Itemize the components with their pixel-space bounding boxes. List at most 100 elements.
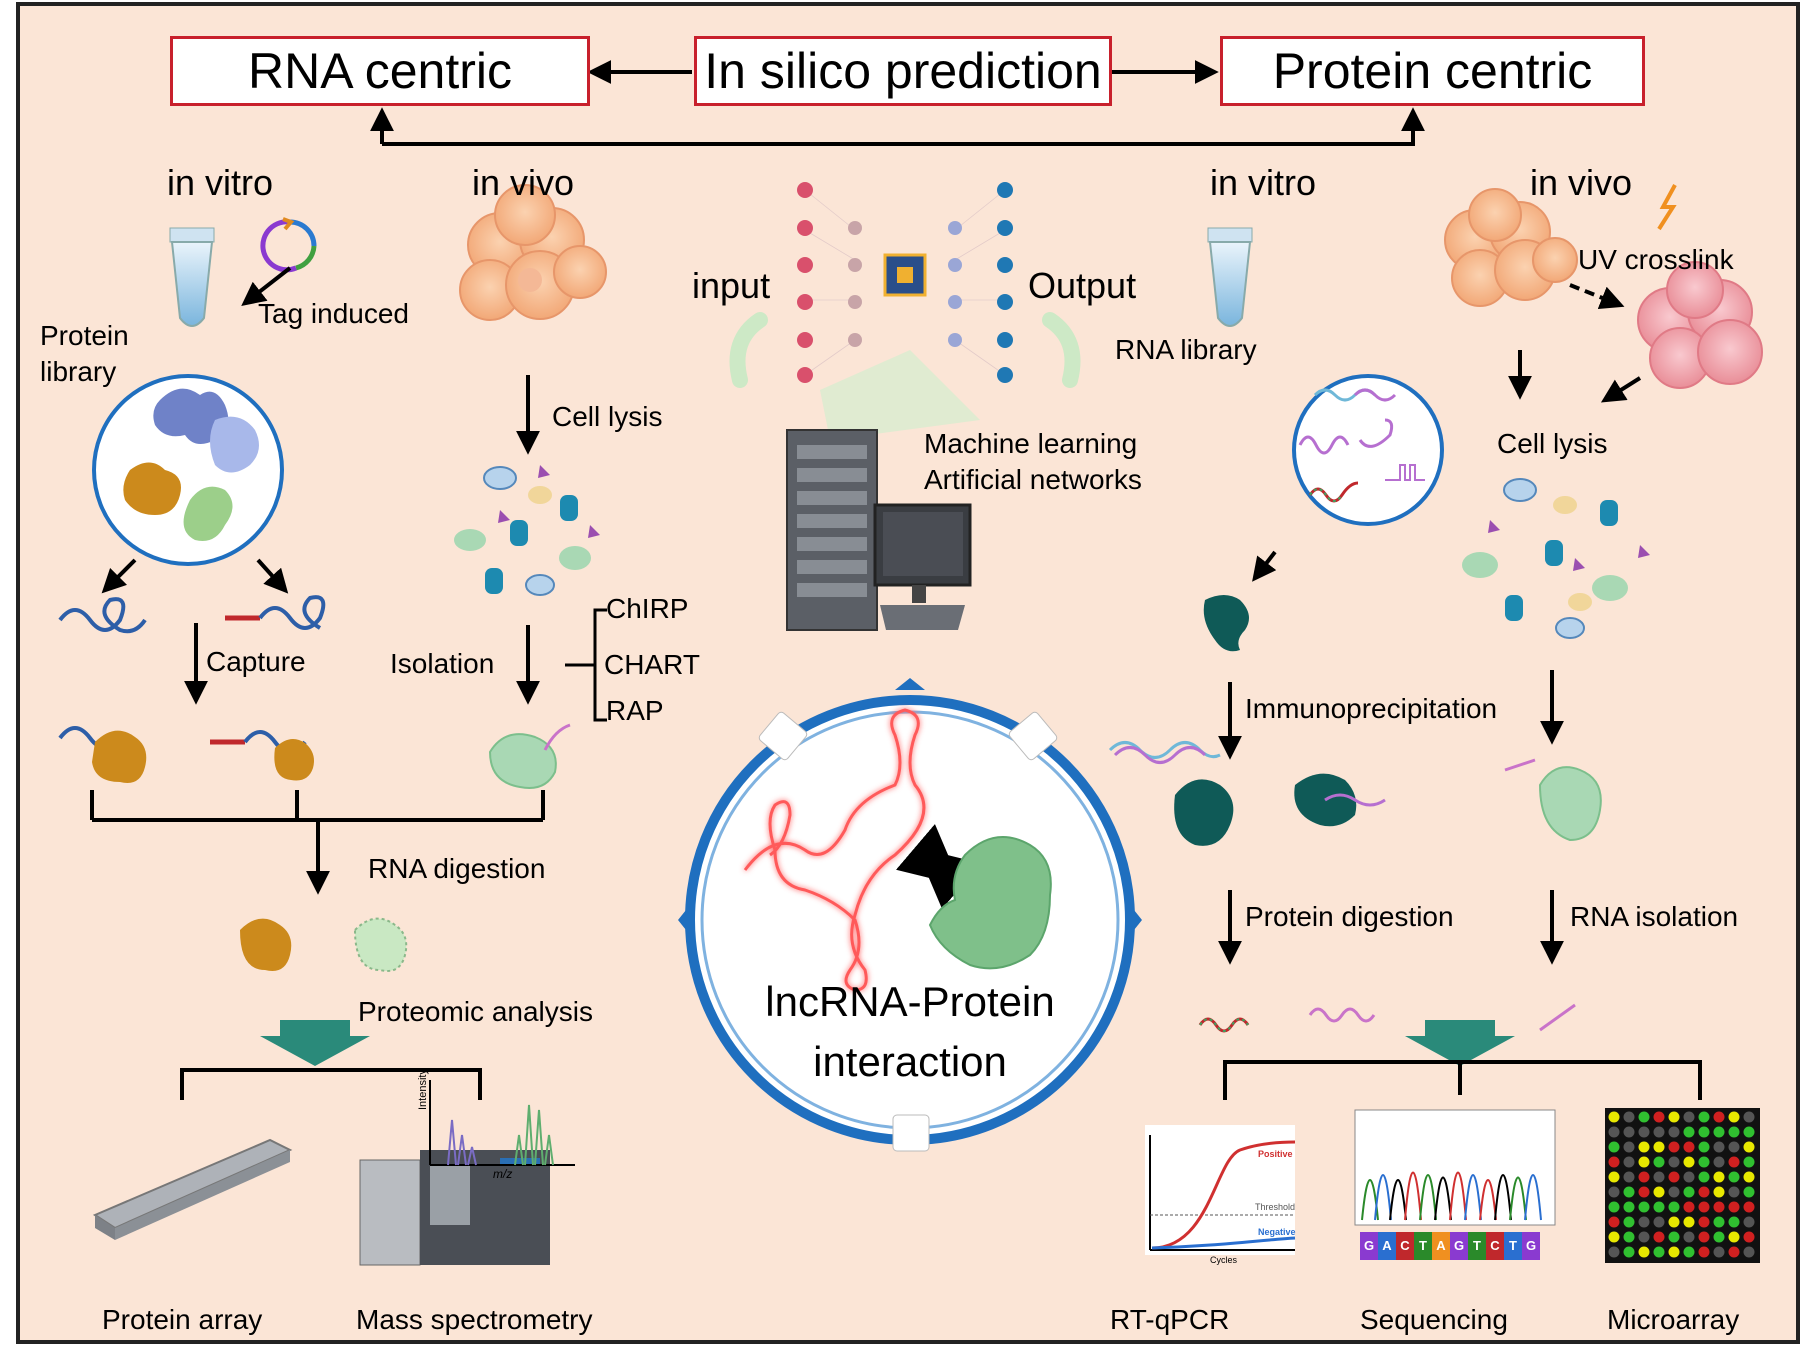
microarray-spot — [1683, 1246, 1695, 1258]
microarray-spot — [1608, 1111, 1620, 1123]
uv-lightning-icon — [1657, 184, 1677, 231]
rna-strand — [258, 595, 326, 630]
microarray-spot — [1668, 1246, 1680, 1258]
microarray-spot — [1638, 1111, 1650, 1123]
microarray-spot — [1743, 1171, 1755, 1183]
in-vivo-label-left: in vivo — [472, 162, 575, 203]
microarray-spot — [1668, 1171, 1680, 1183]
microarray-spot — [1743, 1141, 1755, 1153]
microarray-spot — [1608, 1216, 1620, 1228]
microarray-spot — [1713, 1246, 1725, 1258]
isolation-label: Isolation — [390, 648, 495, 679]
microarray-spot — [1683, 1141, 1695, 1153]
qpcr-positive-label: Positive — [1258, 1149, 1293, 1159]
protein-library-circle — [92, 374, 284, 566]
microarray-spot — [1608, 1141, 1620, 1153]
microarray-spot — [1698, 1201, 1710, 1213]
microarray-spot — [1638, 1246, 1650, 1258]
microarray-spot — [1653, 1201, 1665, 1213]
microarray-spot — [1668, 1126, 1680, 1138]
top-arrows — [370, 60, 1425, 146]
lncrna-structure — [743, 708, 926, 992]
tag-induced-label: Tag induced — [258, 298, 410, 329]
sequence-base: G — [1525, 1238, 1537, 1253]
microarray-spot — [1698, 1246, 1710, 1258]
microarray-spot — [1728, 1186, 1740, 1198]
method-rap: RAP — [606, 695, 664, 726]
input-swoosh — [729, 312, 768, 388]
server-computer-icon — [786, 429, 972, 631]
interaction-arrow — [896, 824, 981, 909]
rna-fragment — [1308, 1007, 1376, 1023]
microarray-spot — [1608, 1186, 1620, 1198]
qpcr-threshold-label: Threshold — [1255, 1202, 1296, 1212]
rna-fragment — [1199, 1018, 1249, 1032]
cell-lysis-label-left: Cell lysis — [552, 401, 663, 432]
output-swoosh — [1042, 312, 1081, 388]
microarray-spot — [1743, 1186, 1755, 1198]
microarray-spot — [1638, 1141, 1650, 1153]
teal-arrow — [260, 1020, 370, 1066]
microarray-spot — [1683, 1186, 1695, 1198]
ms-axis-x: m/z — [493, 1167, 513, 1181]
microarray-spot — [1668, 1231, 1680, 1243]
microarray-spot — [1638, 1171, 1650, 1183]
microarray-spot — [1743, 1231, 1755, 1243]
microarray-spot — [1743, 1111, 1755, 1123]
rna-library-circle — [1292, 374, 1444, 526]
microarray-spot — [1698, 1141, 1710, 1153]
microarray-spot — [1713, 1171, 1725, 1183]
microarray-spot — [1668, 1156, 1680, 1168]
protein-centric-box: Protein centric — [1220, 36, 1645, 106]
microarray-spot — [1608, 1156, 1620, 1168]
microarray-label: Microarray — [1607, 1304, 1740, 1335]
immunoprecipitation-label: Immunoprecipitation — [1245, 693, 1498, 724]
microarray-spot — [1653, 1111, 1665, 1123]
microarray-spot — [1623, 1186, 1635, 1198]
microarray-spot — [1683, 1171, 1695, 1183]
microarray-spot — [1683, 1156, 1695, 1168]
microarray-spot — [1653, 1126, 1665, 1138]
sequence-base: G — [1453, 1238, 1465, 1253]
rt-qpcr-label: RT-qPCR — [1110, 1304, 1230, 1335]
microarray-spot — [1728, 1126, 1740, 1138]
microarray-spot — [1608, 1126, 1620, 1138]
microarray-spot — [1743, 1246, 1755, 1258]
artificial-networks-label: Artificial networks — [924, 464, 1142, 495]
microarray-spot — [1653, 1171, 1665, 1183]
microarray-spot — [1728, 1216, 1740, 1228]
arrow — [256, 558, 289, 594]
sequencing-chromatogram — [1354, 1109, 1556, 1260]
center-title-line1: lncRNA-Protein — [765, 978, 1055, 1025]
ms-axis-y: Intensity — [417, 1069, 429, 1110]
protein-library-label: Protein library — [40, 320, 129, 388]
microarray-spot — [1668, 1216, 1680, 1228]
microarray-spot — [1653, 1141, 1665, 1153]
microarray-spot — [1638, 1126, 1650, 1138]
isolated-complex — [488, 723, 571, 789]
method-chart: CHART — [604, 649, 700, 680]
microarray-spot — [1638, 1156, 1650, 1168]
sequence-base: G — [1363, 1238, 1375, 1253]
in-vivo-label-right: in vivo — [1530, 162, 1633, 203]
tube-icon — [169, 227, 215, 327]
microarray-spot — [1638, 1216, 1650, 1228]
interaction-cycle-circle — [678, 678, 1142, 1152]
protein-digestion-label: Protein digestion — [1245, 901, 1454, 932]
microarray-spot — [1698, 1186, 1710, 1198]
rna-strand — [58, 597, 147, 634]
rna-fragment — [1539, 1003, 1576, 1032]
microarray-spot — [1683, 1111, 1695, 1123]
microarray-grid — [1605, 1108, 1760, 1263]
sequence-base: C — [1400, 1238, 1410, 1253]
microarray-spot — [1698, 1156, 1710, 1168]
microarray-spot — [1653, 1216, 1665, 1228]
tube-icon — [1207, 227, 1253, 327]
beam — [820, 350, 980, 440]
sequence-base: T — [1473, 1238, 1481, 1253]
microarray-spot — [1683, 1231, 1695, 1243]
microarray-spot — [1713, 1201, 1725, 1213]
machine-learning-label: Machine learning — [924, 428, 1138, 459]
